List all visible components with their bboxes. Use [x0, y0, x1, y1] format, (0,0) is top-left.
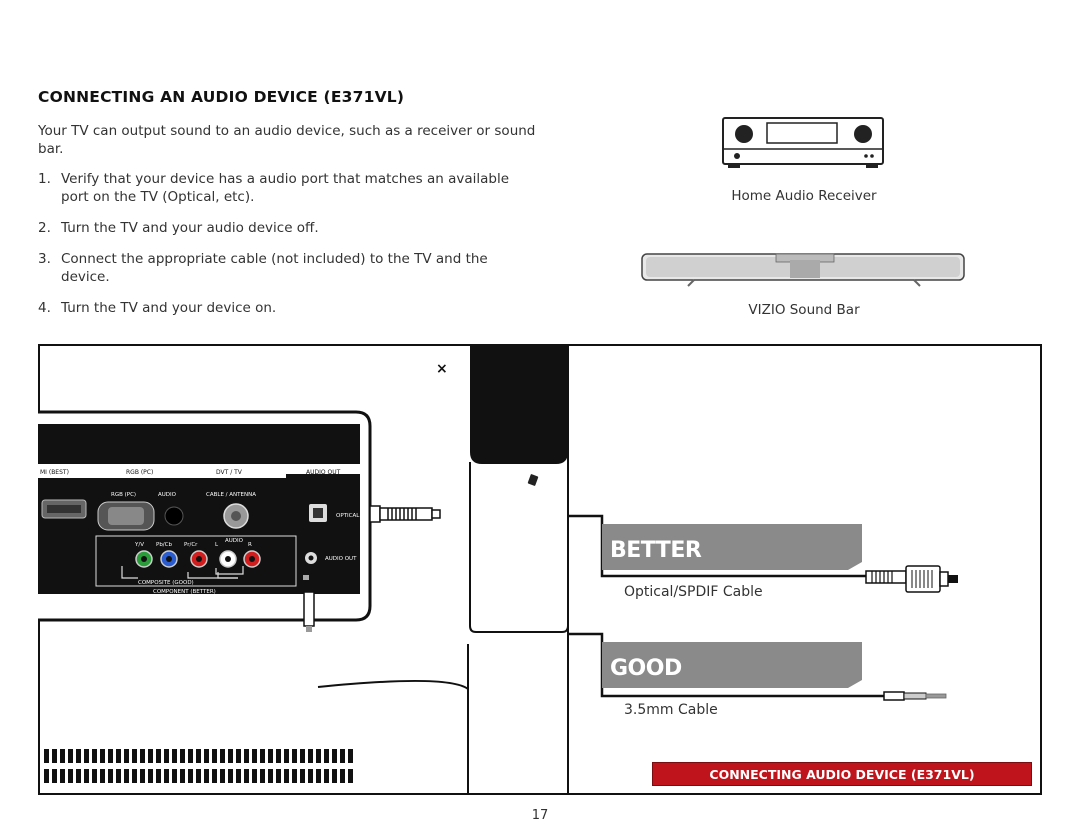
r-label: R [248, 542, 252, 548]
better-badge: BETTER [610, 538, 702, 563]
svg-text:×: × [436, 361, 448, 377]
pbcb-label: Pb/Cb [156, 542, 173, 548]
component-label: COMPONENT (BETTER) [153, 589, 216, 595]
3-5mm-cable-label: 3.5mm Cable [624, 702, 718, 718]
sound-bar-image [641, 253, 965, 287]
cable-antenna-label: CABLE / ANTENNA [206, 492, 256, 498]
audio-small-label: AUDIO [225, 538, 244, 544]
yv-label: Y/V [134, 542, 144, 548]
tv-panel-diagram: × MI (BEST) RGB (PC) DVT / TV AUDIO OUT … [38, 346, 958, 793]
step-number: 3. [38, 251, 51, 267]
step-text: Turn the TV and your device on. [61, 300, 277, 316]
optical-port-label: OPTICAL [336, 513, 360, 519]
section-heading: CONNECTING AN AUDIO DEVICE (E371VL) [38, 88, 405, 106]
dtv-header: DVT / TV [216, 469, 243, 476]
l-label: L [215, 542, 219, 548]
steps-list: 1. Verify that your device has a audio po… [38, 170, 538, 330]
step-item: 2. Turn the TV and your audio device off. [38, 219, 538, 237]
audio-out-port-label: AUDIO OUT [325, 556, 357, 562]
step-number: 4. [38, 300, 51, 316]
intro-paragraph: Your TV can output sound to an audio dev… [38, 123, 536, 157]
soundbar-caption: VIZIO Sound Bar [748, 302, 860, 318]
section-footer-banner: CONNECTING AUDIO DEVICE (E371VL) [652, 762, 1032, 786]
optical-cable-label: Optical/SPDIF Cable [624, 584, 763, 600]
rgb-pc-label: RGB (PC) [111, 492, 136, 498]
receiver-caption: Home Audio Receiver [731, 188, 877, 204]
step-item: 4. Turn the TV and your device on. [38, 299, 538, 317]
page-number: 17 [531, 808, 549, 823]
good-badge: GOOD [610, 656, 682, 681]
audio-out-header: AUDIO OUT [306, 469, 341, 476]
hdmi-header: MI (BEST) [40, 469, 69, 476]
step-number: 1. [38, 171, 51, 187]
step-number: 2. [38, 220, 51, 236]
composite-label: COMPOSITE (GOOD) [138, 580, 194, 586]
step-item: 3. Connect the appropriate cable (not inc… [38, 250, 538, 286]
step-text: Connect the appropriate cable (not inclu… [61, 251, 488, 285]
prcr-label: Pr/Cr [184, 542, 198, 548]
rgb-header: RGB (PC) [126, 469, 153, 476]
step-item: 1. Verify that your device has a audio po… [38, 170, 538, 206]
step-text: Verify that your device has a audio port… [61, 171, 510, 205]
home-audio-receiver-image [722, 117, 884, 168]
step-text: Turn the TV and your audio device off. [61, 220, 319, 236]
audio-label: AUDIO [158, 492, 177, 498]
